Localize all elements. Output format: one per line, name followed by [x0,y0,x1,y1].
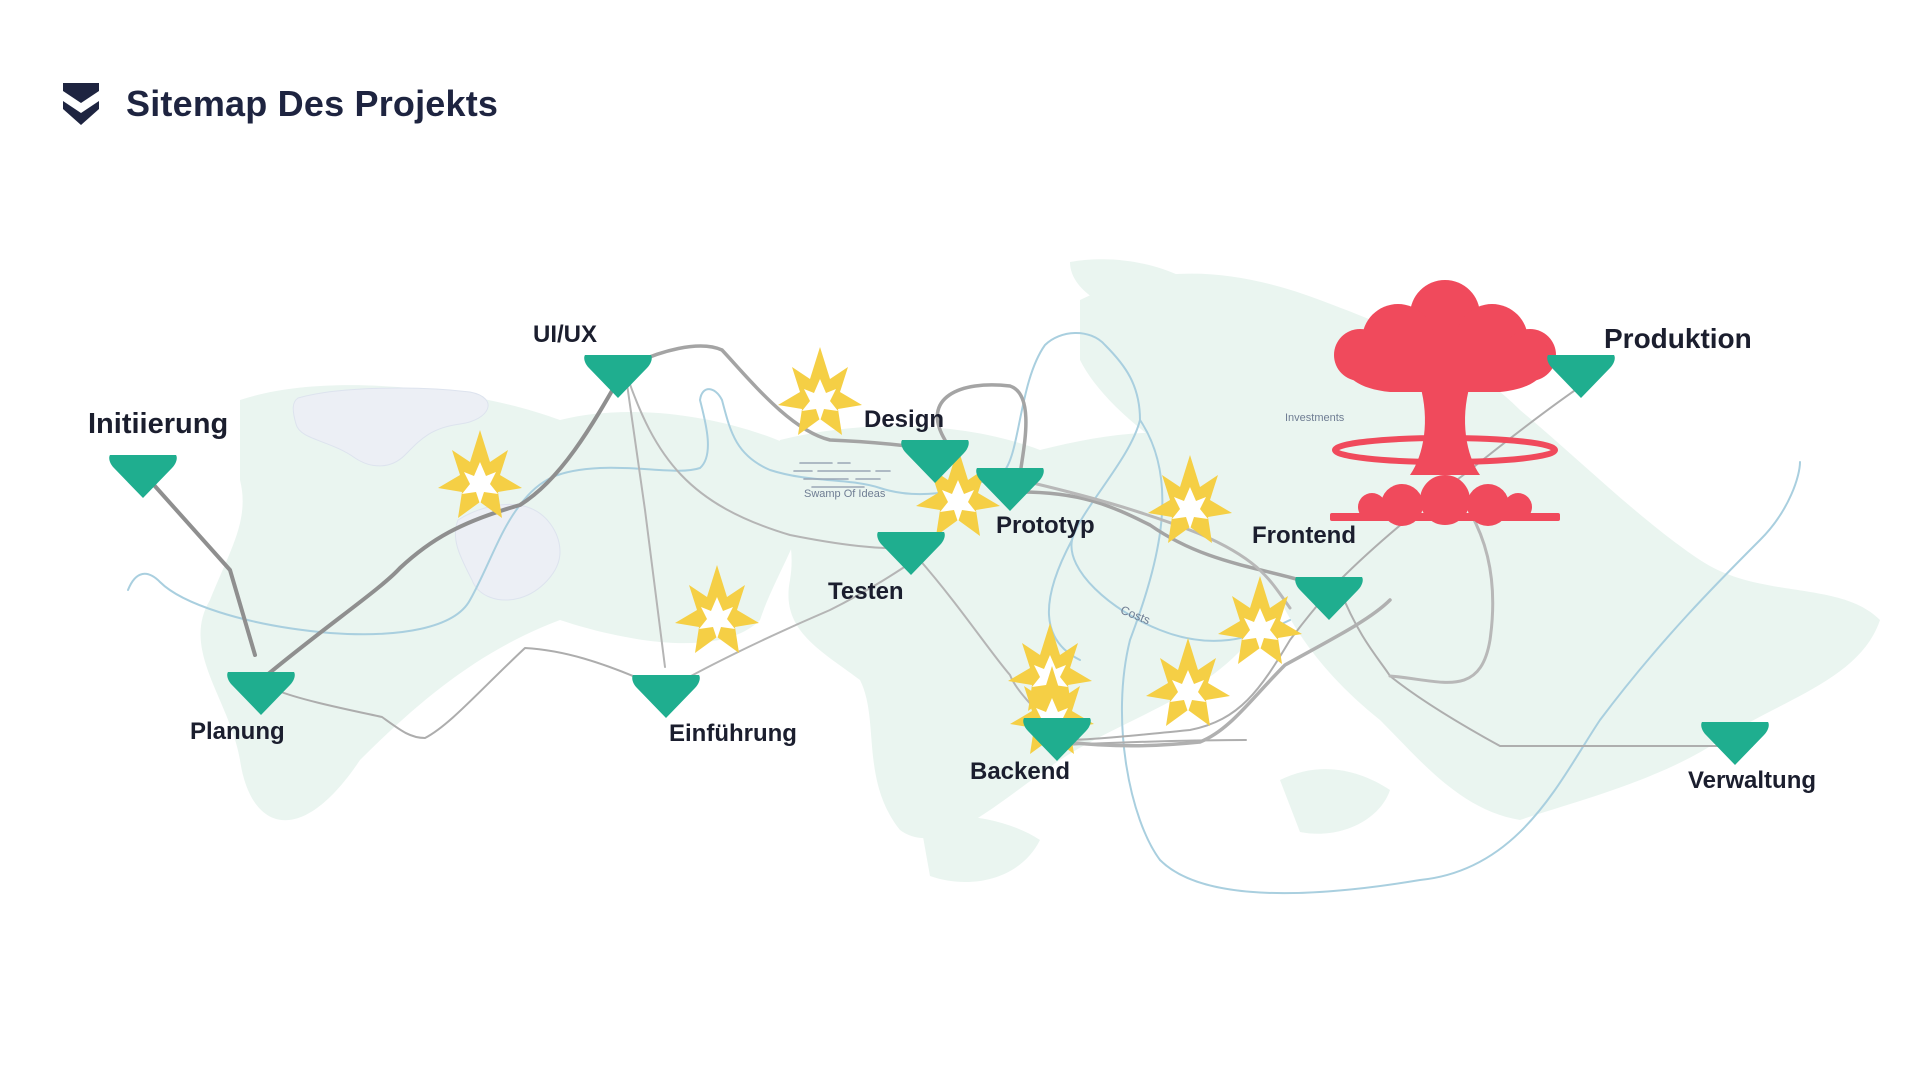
node-marker [1547,355,1615,398]
page-header: Sitemap Des Projekts [60,78,498,130]
node-label-prototyp: Prototyp [996,512,1095,539]
node-marker [632,675,700,718]
node-marker [109,455,177,498]
investments-label: Investments [1285,412,1345,424]
node-label-design: Design [864,406,945,433]
node-marker [976,468,1044,511]
explosion-icon [1218,576,1302,664]
nodes [109,355,1769,765]
page-title: Sitemap Des Projekts [126,83,499,124]
node-marker [227,672,295,715]
node-marker [901,440,969,483]
node-label-einfuehrung: Einführung [669,720,797,747]
explosion-icon [1146,638,1230,726]
explosion-icon [1148,455,1232,543]
node-label-verwaltung: Verwaltung [1688,767,1817,794]
explosion-icon [438,430,522,518]
swamp-marks [793,462,891,488]
node-label-planung: Planung [190,718,285,745]
node-label-initiierung: Initiierung [88,408,229,440]
explosion-icon [778,347,862,435]
node-label-backend: Backend [970,758,1071,785]
node-marker [1295,577,1363,620]
node-marker [584,355,652,398]
roads [143,344,1753,748]
double-chevron-down-icon [63,83,99,125]
swamp-label: Swamp Of Ideas [804,488,886,500]
node-label-produktion: Produktion [1604,323,1752,354]
explosions [438,347,1302,754]
node-label-testen: Testen [828,578,904,605]
mushroom-cloud-icon [1330,280,1560,526]
explosion-icon [675,565,759,653]
node-label-uiux: UI/UX [533,321,598,348]
node-marker [877,532,945,575]
node-label-frontend: Frontend [1252,522,1356,549]
node-marker [1023,718,1091,761]
explosion-icon [916,448,1000,536]
node-marker [1701,722,1769,765]
